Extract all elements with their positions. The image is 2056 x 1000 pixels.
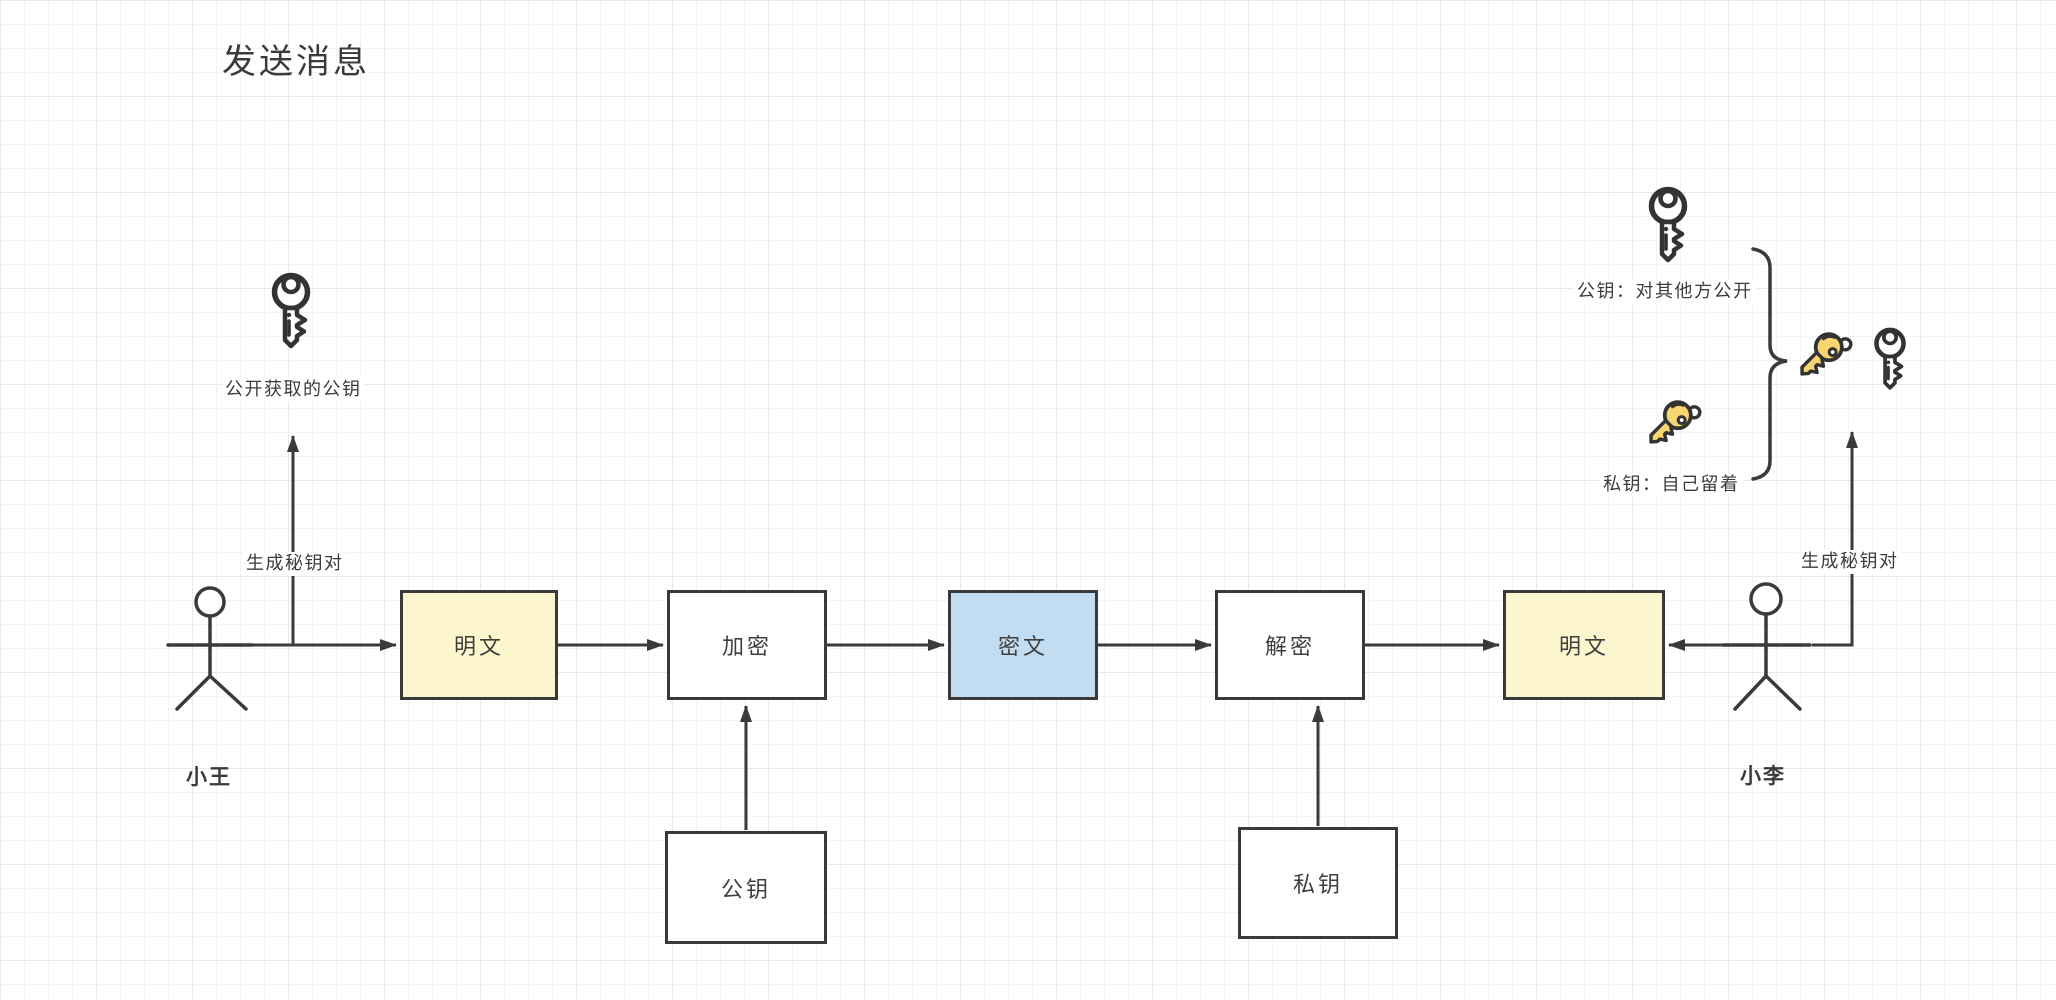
public-key-note[interactable]: 公钥：对其他方公开 xyxy=(1574,280,1756,304)
box-public-key-label: 公钥 xyxy=(720,876,771,902)
box-public-key[interactable]: 公钥 xyxy=(665,831,827,944)
person-sender-icon[interactable] xyxy=(166,586,254,711)
box-decrypt-label: 解密 xyxy=(1264,634,1315,659)
box-plaintext-1[interactable]: 明文 xyxy=(400,590,558,700)
receiver-keygen-label[interactable]: 生成秘钥对 xyxy=(1798,550,1902,574)
receiver-name[interactable]: 小李 xyxy=(1740,765,1786,788)
key-gold-icon[interactable] xyxy=(1633,386,1708,461)
sender-name[interactable]: 小王 xyxy=(186,766,232,789)
box-private-key[interactable]: 私钥 xyxy=(1238,827,1398,939)
box-encrypt[interactable]: 加密 xyxy=(667,590,827,700)
key-outline-icon[interactable] xyxy=(1645,186,1691,270)
box-ciphertext[interactable]: 密文 xyxy=(948,590,1098,700)
arrow-receiver-keygen[interactable] xyxy=(1812,431,1858,647)
key-outline-icon[interactable] xyxy=(268,272,314,356)
curly-brace[interactable] xyxy=(1751,247,1788,481)
box-plaintext-2-label: 明文 xyxy=(1558,634,1609,659)
sender-keygen-label[interactable]: 生成秘钥对 xyxy=(243,552,347,576)
person-receiver-icon[interactable] xyxy=(1721,582,1812,711)
box-plaintext-1-label: 明文 xyxy=(453,634,504,659)
diagram-title[interactable]: 发送消息 xyxy=(222,43,370,81)
box-plaintext-2[interactable]: 明文 xyxy=(1503,590,1665,700)
key-gold-icon[interactable] xyxy=(1784,318,1859,393)
box-decrypt[interactable]: 解密 xyxy=(1215,590,1365,700)
box-private-key-label: 私钥 xyxy=(1292,872,1343,897)
box-encrypt-label: 加密 xyxy=(721,634,772,659)
sender-pubkey-caption[interactable]: 公开获取的公钥 xyxy=(222,378,365,402)
key-outline-icon[interactable] xyxy=(1871,327,1909,396)
box-ciphertext-label: 密文 xyxy=(997,634,1048,659)
private-key-note[interactable]: 私钥：自己留着 xyxy=(1600,473,1743,497)
